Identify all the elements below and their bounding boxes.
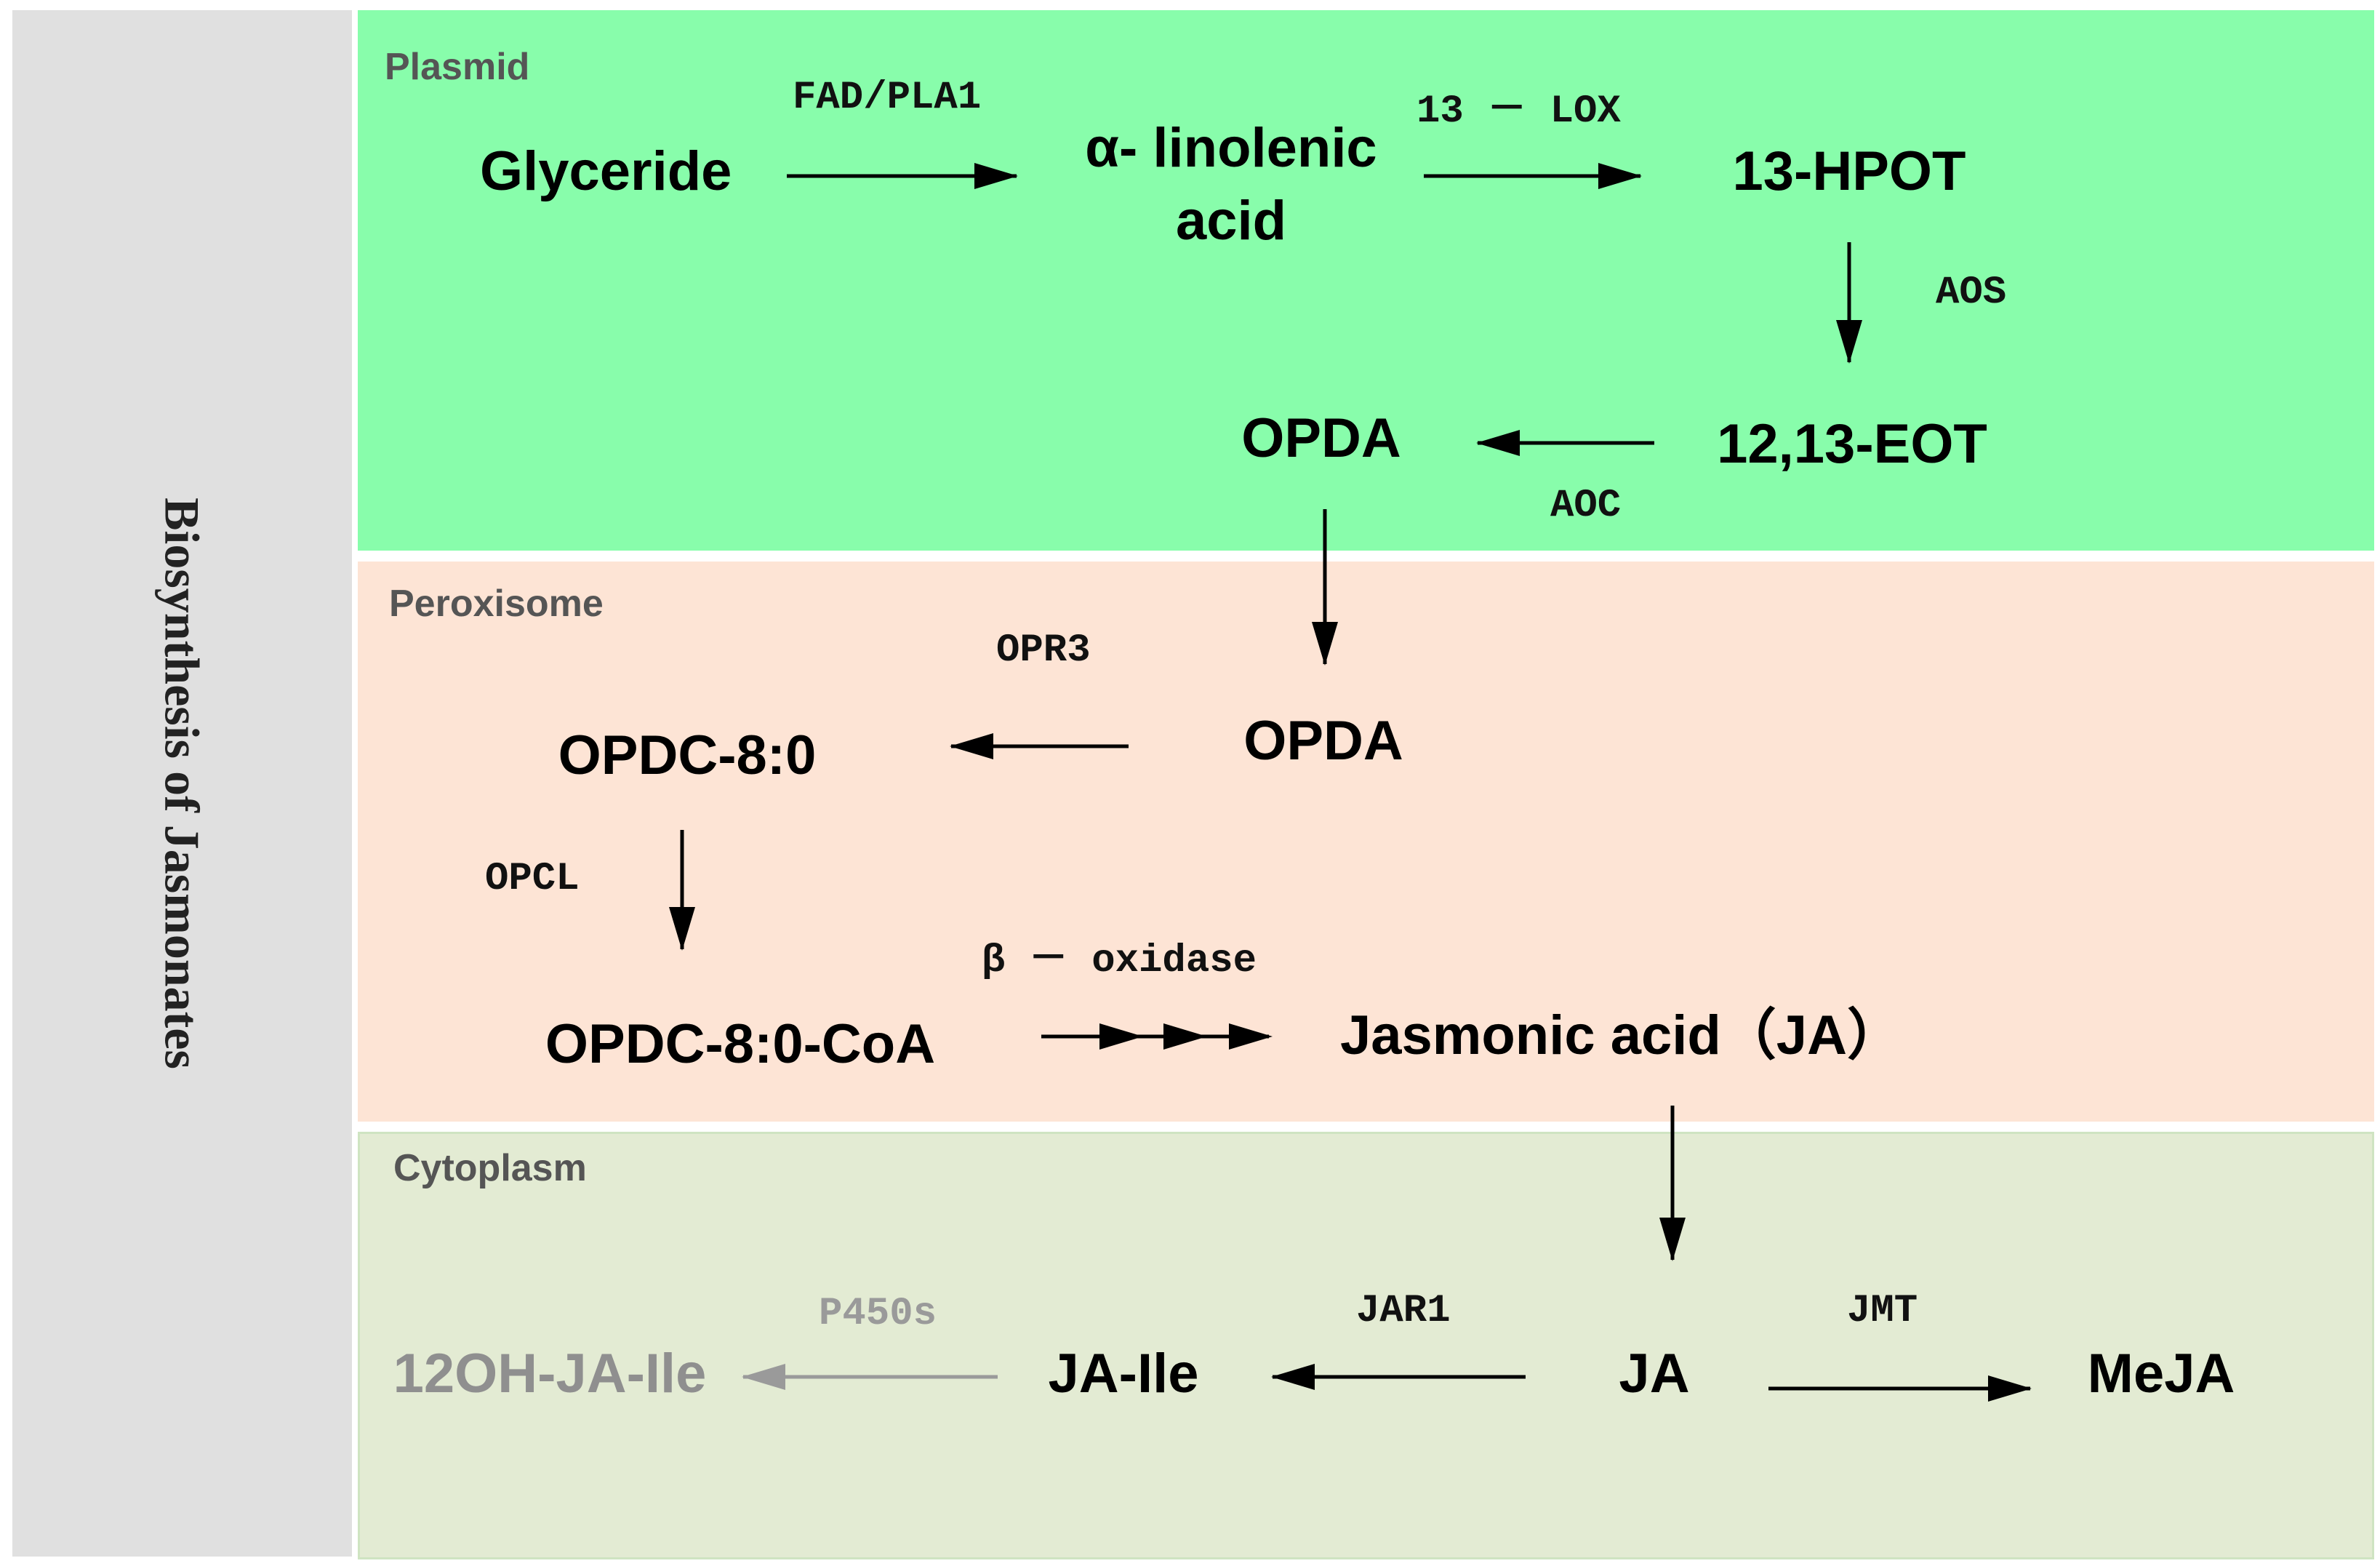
node-ja-ile: JA-Ile — [1048, 1343, 1199, 1405]
node-12oh-ja-ile: 12OH-JA-Ile — [393, 1343, 707, 1405]
cytoplasm-section — [358, 1132, 2374, 1559]
enzyme-jar1: JAR1 — [1356, 1289, 1451, 1333]
node-opda-plasmid: OPDA — [1241, 407, 1401, 469]
node-12-13-eot: 12,13-EOT — [1717, 413, 1987, 475]
node-alpha-linolenic-line1: α- linolenic — [1085, 117, 1377, 179]
node-glyceride: Glyceride — [480, 140, 732, 202]
plasmid-section — [358, 10, 2374, 551]
node-ja: JA — [1619, 1343, 1690, 1405]
enzyme-jmt: JMT — [1847, 1289, 1918, 1333]
enzyme-beta-oxidase: β － oxidase — [982, 939, 1257, 983]
node-opda-peroxisome: OPDA — [1243, 710, 1403, 772]
side-panel: Biosynthesis of Jasmonates — [12, 10, 352, 1557]
peroxisome-label: Peroxisome — [389, 583, 604, 625]
node-meja: MeJA — [2087, 1343, 2235, 1405]
node-opdc-8-0: OPDC-8:0 — [558, 724, 817, 786]
node-jasmonic-acid: Jasmonic acid（JA） — [1340, 1004, 1902, 1066]
enzyme-opcl: OPCL — [485, 857, 580, 901]
cytoplasm-label: Cytoplasm — [393, 1147, 587, 1189]
enzyme-p450s: P450s — [819, 1292, 937, 1336]
enzyme-opr3: OPR3 — [996, 628, 1091, 673]
arrow-beta-oxidation — [1041, 1023, 1273, 1050]
plasmid-label: Plasmid — [385, 46, 530, 88]
enzyme-aos: AOS — [1936, 271, 2007, 315]
enzyme-aoc: AOC — [1550, 484, 1622, 528]
node-alpha-linolenic-line2: acid — [1175, 190, 1287, 252]
enzyme-fad-pla1: FAD/PLA1 — [793, 76, 982, 120]
peroxisome-section — [358, 562, 2374, 1122]
node-13-hpot: 13-HPOT — [1732, 140, 1966, 202]
node-opdc-8-0-coa: OPDC-8:0-CoA — [545, 1013, 936, 1075]
enzyme-13-lox: 13 － LOX — [1417, 89, 1621, 134]
